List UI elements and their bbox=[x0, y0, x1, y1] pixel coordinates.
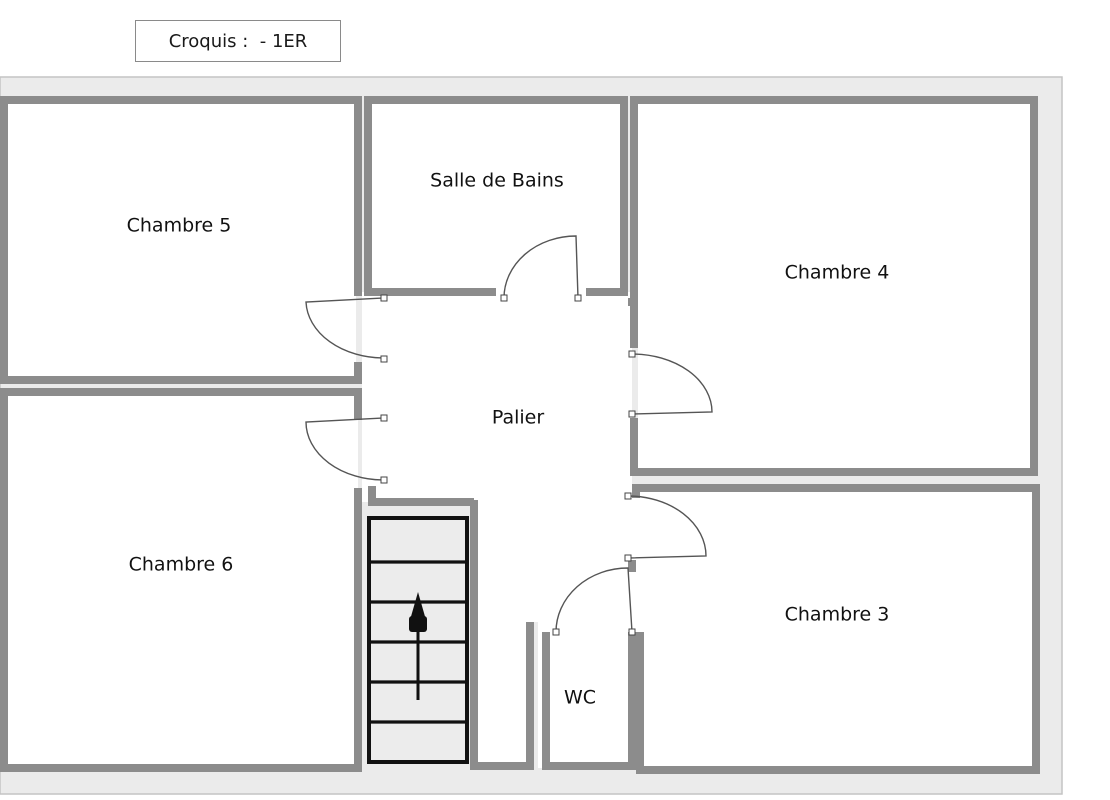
wall-wc bbox=[542, 632, 636, 770]
door-jamb bbox=[500, 294, 508, 302]
label-chambre-6: Chambre 6 bbox=[129, 554, 234, 576]
door-wc bbox=[555, 567, 633, 633]
door-chambre-4 bbox=[631, 353, 713, 415]
door-jamb bbox=[380, 355, 388, 363]
door-jamb bbox=[624, 492, 632, 500]
door-jamb bbox=[574, 294, 582, 302]
wall-salle-de-bains bbox=[364, 96, 628, 296]
wall-stair-right bbox=[470, 500, 534, 770]
wall-landing-left bbox=[368, 486, 474, 506]
label-palier: Palier bbox=[492, 407, 544, 429]
door-jamb bbox=[624, 554, 632, 562]
door-jamb bbox=[380, 414, 388, 422]
staircase bbox=[367, 516, 469, 764]
wall-chambre-4 bbox=[630, 96, 1038, 476]
door-jamb bbox=[628, 350, 636, 358]
stair-arrow-icon bbox=[410, 592, 426, 620]
door-chambre-3 bbox=[627, 495, 707, 559]
door-chambre-5 bbox=[305, 297, 385, 359]
wall-chambre-6 bbox=[0, 388, 362, 772]
stair-arrow-base bbox=[409, 616, 427, 632]
label-chambre-4: Chambre 4 bbox=[785, 262, 890, 284]
door-jamb bbox=[552, 628, 560, 636]
floor-chambre-4 bbox=[638, 100, 1034, 472]
label-chambre-3: Chambre 3 bbox=[785, 604, 890, 626]
door-chambre-6 bbox=[305, 417, 385, 481]
wall-chambre-5 bbox=[0, 96, 362, 384]
label-salle-de-bains: Salle de Bains bbox=[430, 170, 564, 192]
door-jamb bbox=[628, 628, 636, 636]
label-chambre-5: Chambre 5 bbox=[127, 215, 232, 237]
floor-salle-de-bains bbox=[368, 100, 624, 292]
door-jamb bbox=[380, 294, 388, 302]
floor-chambre-5 bbox=[4, 100, 356, 380]
door-jamb bbox=[380, 476, 388, 484]
floor-wc bbox=[540, 560, 632, 768]
floor-chambre-3 bbox=[632, 486, 1036, 768]
floor-chambre-6 bbox=[4, 392, 358, 768]
plan-title: Croquis : - 1ER bbox=[135, 20, 341, 62]
wall-chambre-3 bbox=[632, 484, 1040, 774]
door-jamb bbox=[628, 410, 636, 418]
label-wc: WC bbox=[564, 687, 596, 709]
door-salle-de-bains bbox=[503, 235, 579, 299]
